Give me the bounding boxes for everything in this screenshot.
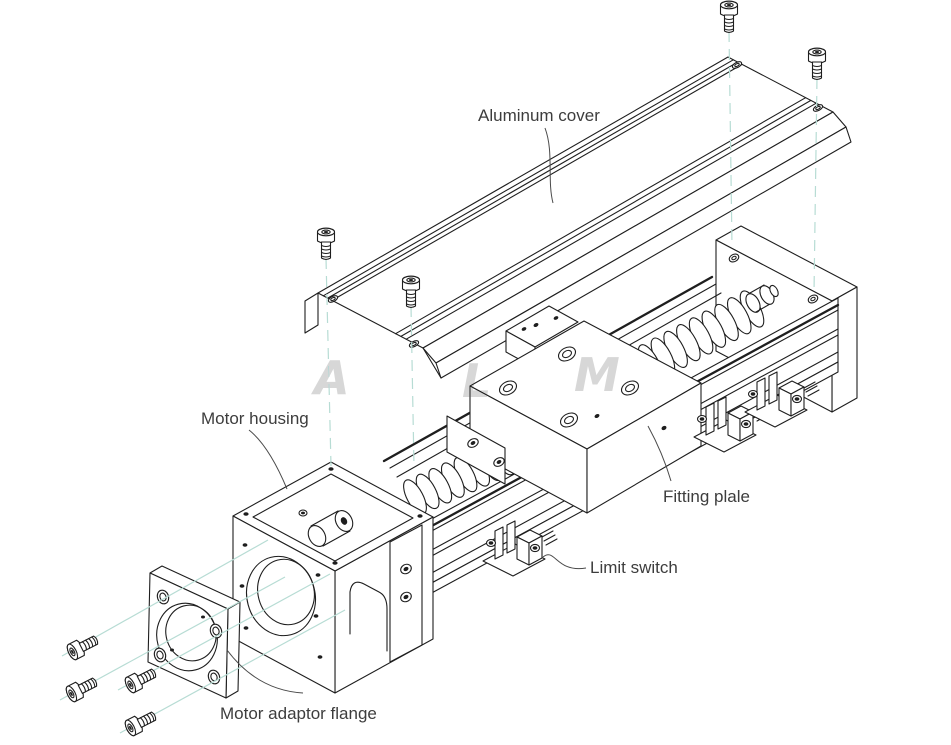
part-motor-adaptor-flange <box>147 565 241 699</box>
watermark-letter-a: A <box>311 351 350 405</box>
part-motor-housing <box>232 461 434 694</box>
watermark-letter-m: M <box>574 348 620 402</box>
annotations: Aluminum cover Motor housing Fitting pla… <box>201 106 750 723</box>
watermark: A L M <box>311 348 620 408</box>
label-limit-switch: Limit switch <box>590 558 678 577</box>
leader-fitting-plate <box>647 425 672 482</box>
assembly-axis-line <box>119 609 346 734</box>
part-coupling <box>298 509 354 547</box>
assembly-axis-line <box>728 30 733 248</box>
label-motor-adaptor-flange: Motor adaptor flange <box>220 704 377 723</box>
assembly-axis-line <box>61 539 269 657</box>
leader-motor-housing <box>248 429 288 490</box>
leader-motor-adaptor-flange <box>226 649 304 694</box>
ball-screw-journal <box>745 284 779 313</box>
motor-bore <box>246 555 316 637</box>
label-fitting-plate: Fitting plale <box>663 487 750 506</box>
label-motor-housing: Motor housing <box>201 409 309 428</box>
leader-limit-switch <box>542 554 587 570</box>
assembly-axis-line <box>59 576 286 701</box>
leader-aluminum-cover <box>544 127 554 204</box>
part-carriage-fitting-plate <box>446 305 702 514</box>
carriage-mount-hole <box>498 346 640 428</box>
watermark-letter-l: L <box>462 354 491 408</box>
assembly-axis-line <box>410 305 415 468</box>
label-aluminum-cover: Aluminum cover <box>478 106 600 125</box>
